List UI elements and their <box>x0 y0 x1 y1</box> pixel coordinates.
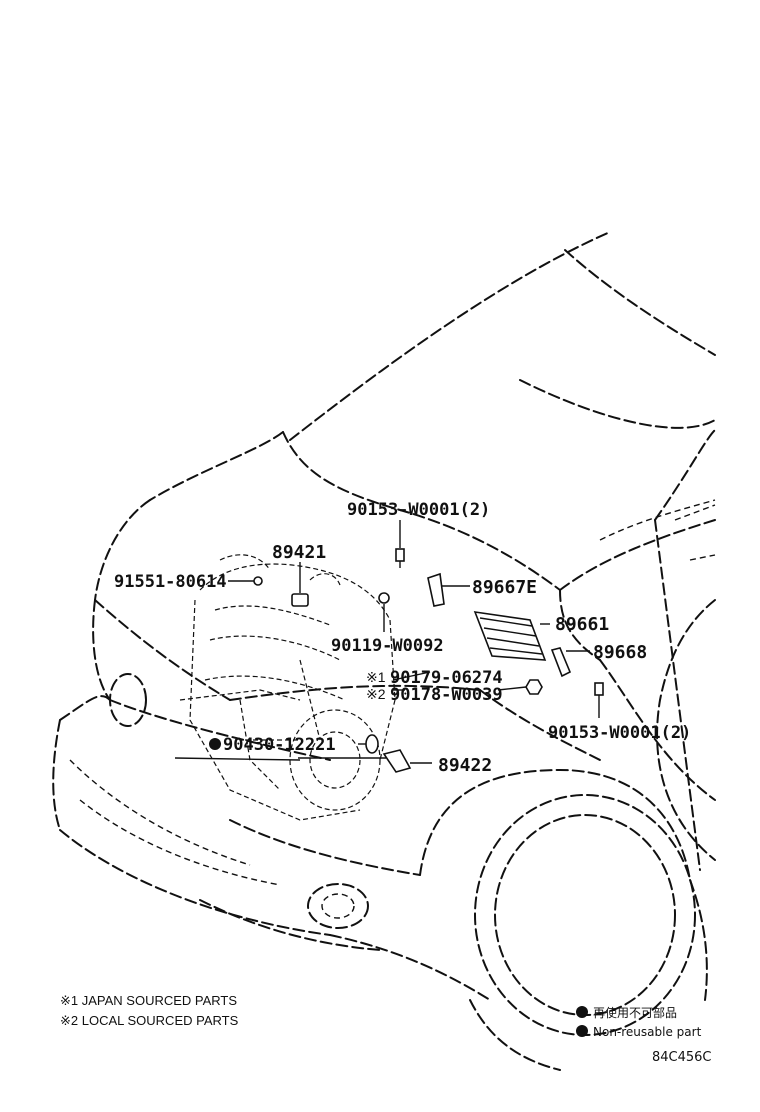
leader-lines <box>174 520 600 764</box>
label-89668[interactable]: 89668 <box>593 642 647 663</box>
part-90119-bolt <box>378 592 390 604</box>
part-89661-ecu <box>473 611 547 661</box>
figure-id: 84C456C <box>652 1050 712 1065</box>
label-90119-w0092[interactable]: 90119-W0092 <box>331 636 444 656</box>
part-89422-sensor <box>382 749 412 773</box>
engine-assembly <box>179 554 396 821</box>
label-90153-bottom[interactable]: 90153-W0001(2) <box>548 723 691 743</box>
label-90178-w0039[interactable]: 90178-W0039 <box>390 685 503 705</box>
part-89667e-bracket <box>427 572 445 607</box>
label-90179-06274[interactable]: 90179-06274 <box>390 668 503 688</box>
part-labels: 90153-W0001(2) 89421 91551-80614 89667E … <box>114 500 691 776</box>
part-90430-gasket <box>365 734 379 754</box>
local-mark: ※2 <box>366 686 386 702</box>
label-89661[interactable]: 89661 <box>555 614 609 635</box>
part-89421-sensor <box>291 593 309 607</box>
legend: 再使用不可部品 Non-reusable part <box>576 1005 702 1039</box>
legend-dot-jp <box>576 1006 588 1018</box>
note-japan-sourced: ※1 JAPAN SOURCED PARTS <box>60 993 237 1008</box>
label-89422[interactable]: 89422 <box>438 755 492 776</box>
part-bolt-top <box>395 548 405 568</box>
part-91551-bolt <box>253 576 263 586</box>
legend-dot-en <box>576 1025 588 1037</box>
part-bolt-bottom <box>594 682 604 696</box>
sourcing-notes: ※1 JAPAN SOURCED PARTS ※2 LOCAL SOURCED … <box>60 993 239 1028</box>
label-91551-80614[interactable]: 91551-80614 <box>114 572 227 592</box>
label-90153-top[interactable]: 90153-W0001(2) <box>347 500 490 520</box>
legend-en: Non-reusable part <box>593 1025 702 1039</box>
japan-mark: ※1 <box>366 669 386 685</box>
label-89421[interactable]: 89421 <box>272 542 326 563</box>
vehicle-outline <box>52 231 716 1071</box>
legend-jp: 再使用不可部品 <box>593 1005 677 1020</box>
label-89667e[interactable]: 89667E <box>472 577 537 598</box>
note-local-sourced: ※2 LOCAL SOURCED PARTS <box>60 1013 239 1028</box>
part-nut <box>525 679 543 695</box>
label-90430-12221[interactable]: 90430-12221 <box>223 735 336 755</box>
nonreusable-dot <box>209 738 221 750</box>
part-89668-bracket <box>550 647 572 678</box>
